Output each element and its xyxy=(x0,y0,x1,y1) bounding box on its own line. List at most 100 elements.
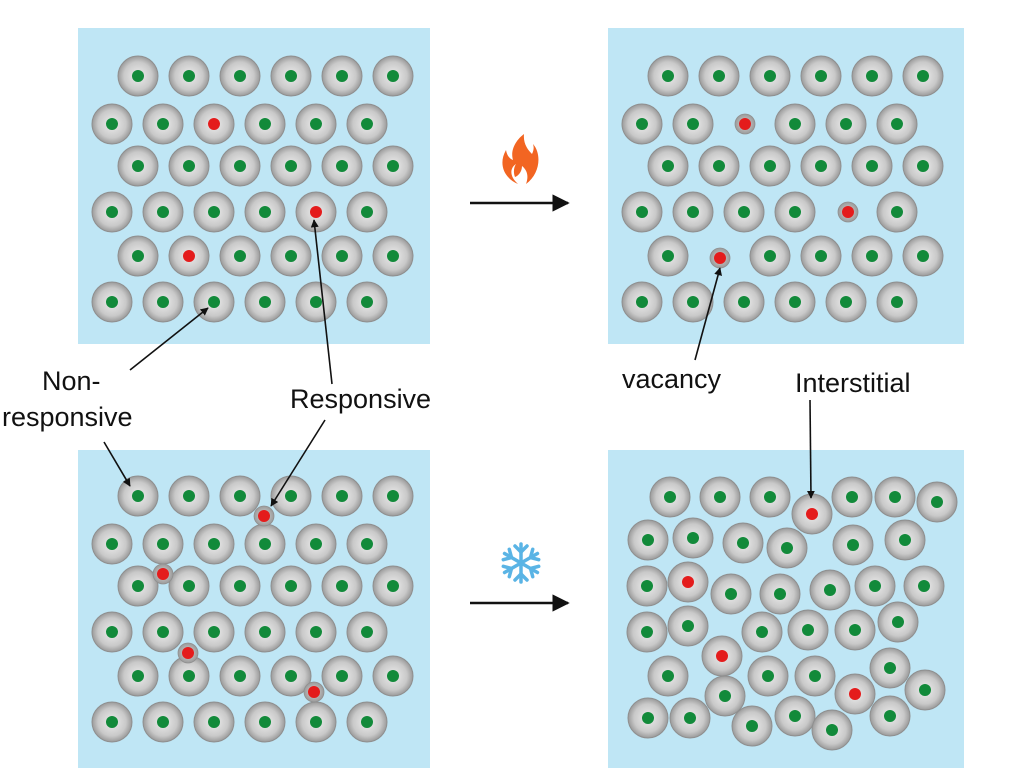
non-responsive-particle xyxy=(346,523,388,565)
interstitial-particle xyxy=(667,561,709,603)
non-responsive-particle xyxy=(219,145,261,187)
non-responsive-particle xyxy=(672,191,714,233)
non-responsive-particle xyxy=(295,523,337,565)
non-responsive-particle xyxy=(621,103,663,145)
non-responsive-particle xyxy=(295,701,337,743)
non-responsive-particle xyxy=(295,103,337,145)
non-responsive-particle xyxy=(831,476,873,518)
non-responsive-particle xyxy=(741,611,783,653)
non-responsive-particle xyxy=(321,145,363,187)
non-responsive-particle xyxy=(117,145,159,187)
non-responsive-particle xyxy=(854,565,896,607)
non-responsive-particle xyxy=(794,655,836,697)
non-responsive-particle xyxy=(672,281,714,323)
non-responsive-particle xyxy=(270,235,312,277)
non-responsive-particle xyxy=(219,55,261,97)
non-responsive-particle xyxy=(142,611,184,653)
non-responsive-particle xyxy=(193,281,235,323)
non-responsive-particle xyxy=(346,103,388,145)
particles xyxy=(91,55,958,751)
interstitial-particle xyxy=(834,673,876,715)
non-responsive-particle xyxy=(142,701,184,743)
non-responsive-particle xyxy=(723,281,765,323)
non-responsive-particle xyxy=(142,191,184,233)
non-responsive-particle xyxy=(800,55,842,97)
non-responsive-particle xyxy=(244,103,286,145)
non-responsive-particle xyxy=(372,565,414,607)
non-responsive-particle xyxy=(749,55,791,97)
non-responsive-particle xyxy=(904,669,946,711)
non-responsive-particle xyxy=(800,235,842,277)
non-responsive-particle xyxy=(193,191,235,233)
non-responsive-particle xyxy=(91,701,133,743)
responsive-particle xyxy=(193,103,235,145)
non-responsive-particle xyxy=(142,523,184,565)
snowflake-icon xyxy=(499,542,543,584)
non-responsive-particle xyxy=(698,55,740,97)
non-responsive-particle xyxy=(295,611,337,653)
non-responsive-particle xyxy=(704,675,746,717)
non-responsive-particle xyxy=(647,235,689,277)
non-responsive-particle xyxy=(916,481,958,523)
non-responsive-particle xyxy=(219,235,261,277)
non-responsive-particle xyxy=(372,55,414,97)
non-responsive-particle xyxy=(759,573,801,615)
non-responsive-particle xyxy=(851,235,893,277)
vacancy-particle xyxy=(709,247,731,269)
non-responsive-particle xyxy=(749,235,791,277)
non-responsive-particle xyxy=(672,103,714,145)
non-responsive-particle xyxy=(142,281,184,323)
non-responsive-particle xyxy=(869,695,911,737)
vacancy-particle xyxy=(734,113,756,135)
non-responsive-particle xyxy=(621,281,663,323)
non-responsive-particle xyxy=(627,519,669,561)
non-responsive-particle xyxy=(747,655,789,697)
non-responsive-particle xyxy=(626,565,668,607)
non-responsive-particle xyxy=(270,475,312,517)
pointer-non-responsive-top xyxy=(129,307,209,371)
non-responsive-particle xyxy=(749,145,791,187)
non-responsive-particle xyxy=(647,55,689,97)
label-non-responsive-line1: Non- xyxy=(42,366,101,396)
non-responsive-particle xyxy=(800,145,842,187)
non-responsive-particle xyxy=(270,655,312,697)
non-responsive-particle xyxy=(787,609,829,651)
non-responsive-particle xyxy=(142,103,184,145)
interstitial-particle xyxy=(791,493,833,535)
non-responsive-particle xyxy=(834,609,876,651)
non-responsive-particle xyxy=(825,103,867,145)
non-responsive-particle xyxy=(902,55,944,97)
non-responsive-particle xyxy=(876,191,918,233)
non-responsive-particle xyxy=(647,655,689,697)
pointer-responsive-bottom xyxy=(270,419,326,507)
non-responsive-particle xyxy=(321,475,363,517)
interstitial-particle xyxy=(701,635,743,677)
non-responsive-particle xyxy=(667,605,709,647)
non-responsive-particle xyxy=(876,103,918,145)
pointer-responsive-top xyxy=(310,219,333,385)
non-responsive-particle xyxy=(219,655,261,697)
non-responsive-particle xyxy=(321,235,363,277)
non-responsive-particle xyxy=(346,191,388,233)
label-non-responsive-line2: responsive xyxy=(2,402,133,432)
non-responsive-particle xyxy=(321,655,363,697)
non-responsive-particle xyxy=(321,565,363,607)
flame-icon xyxy=(502,134,539,184)
non-responsive-particle xyxy=(346,701,388,743)
label-responsive: Responsive xyxy=(290,384,431,414)
non-responsive-particle xyxy=(647,145,689,187)
non-responsive-particle xyxy=(372,235,414,277)
non-responsive-particle xyxy=(91,281,133,323)
responsive-particle-small xyxy=(253,505,275,527)
non-responsive-particle xyxy=(117,235,159,277)
non-responsive-particle xyxy=(884,519,926,561)
non-responsive-particle xyxy=(672,517,714,559)
non-responsive-particle xyxy=(168,55,210,97)
non-responsive-particle xyxy=(903,565,945,607)
non-responsive-particle xyxy=(774,103,816,145)
label-vacancy: vacancy xyxy=(622,364,722,394)
non-responsive-particle xyxy=(168,475,210,517)
non-responsive-particle xyxy=(774,281,816,323)
non-responsive-particle xyxy=(372,655,414,697)
non-responsive-particle xyxy=(825,281,867,323)
